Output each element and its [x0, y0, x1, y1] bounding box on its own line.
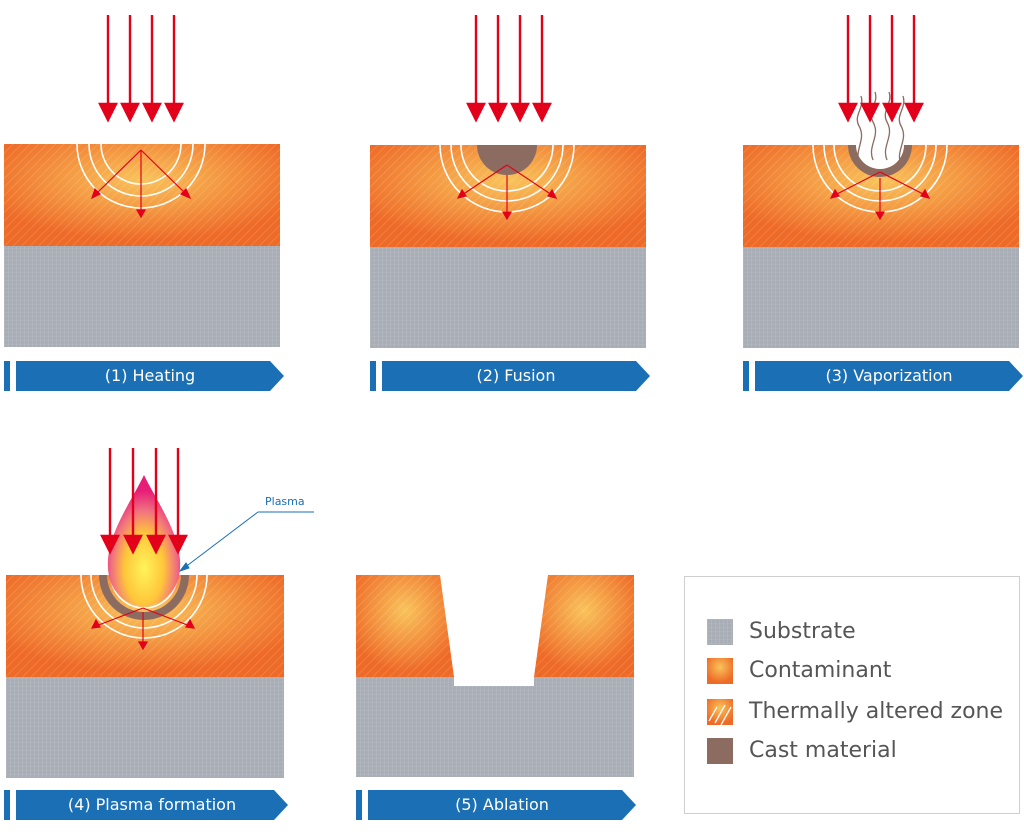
label-stub [370, 361, 376, 391]
substrate-layer [743, 247, 1019, 348]
panel-ablation [356, 430, 636, 780]
thermal-zone-swatch [707, 699, 733, 725]
laser-beam-icon [98, 15, 184, 123]
label-stub [743, 361, 749, 391]
cast-material-pool [477, 145, 537, 175]
plasma-label: Plasma [265, 495, 305, 508]
legend-label: Contaminant [749, 658, 892, 683]
stage-label-ablation: (5) Ablation [356, 790, 636, 820]
legend-label: Thermally altered zone [749, 699, 1004, 724]
legend-label: Substrate [749, 619, 856, 644]
stage-label-text: (4) Plasma formation [16, 790, 288, 820]
vapor-icon [856, 91, 905, 166]
label-stub [356, 790, 362, 820]
stage-label-text: (3) Vaporization [755, 361, 1023, 391]
label-stub [4, 790, 10, 820]
substrate-layer [6, 677, 284, 778]
stage-label-text: (1) Heating [16, 361, 284, 391]
legend: Substrate Contaminant Thermally altered … [684, 576, 1020, 814]
stage-label-text: (2) Fusion [382, 361, 650, 391]
plasma-plume-icon [107, 475, 181, 605]
heat-flow-arrows-icon [829, 171, 931, 221]
stage-label-vaporization: (3) Vaporization [743, 361, 1023, 391]
heat-flow-arrows-icon [90, 149, 192, 219]
heat-flow-arrows-icon [90, 607, 196, 651]
laser-beam-icon [100, 448, 188, 555]
panel-heating [4, 0, 284, 350]
laser-beam-icon [838, 15, 924, 123]
ablation-crater [454, 676, 534, 686]
stage-label-fusion: (2) Fusion [370, 361, 650, 391]
plasma-callout-line [178, 511, 314, 572]
heat-flow-arrows-icon [456, 164, 558, 221]
panel-plasma-formation [6, 430, 314, 780]
cast-material-shell [99, 575, 189, 620]
stage-label-heating: (1) Heating [4, 361, 284, 391]
contaminant-swatch [707, 658, 733, 684]
stage-label-text: (5) Ablation [368, 790, 636, 820]
substrate-layer [356, 676, 634, 777]
substrate-layer [370, 247, 646, 348]
label-stub [4, 361, 10, 391]
legend-label: Cast material [749, 738, 897, 763]
stage-label-plasma-formation: (4) Plasma formation [4, 790, 288, 820]
cast-material-swatch [707, 738, 733, 764]
substrate-layer [4, 246, 280, 347]
substrate-swatch [707, 619, 733, 645]
panel-fusion [370, 0, 650, 350]
laser-beam-icon [466, 15, 552, 123]
panel-vaporization [743, 0, 1023, 350]
cast-material-shell [848, 145, 912, 177]
